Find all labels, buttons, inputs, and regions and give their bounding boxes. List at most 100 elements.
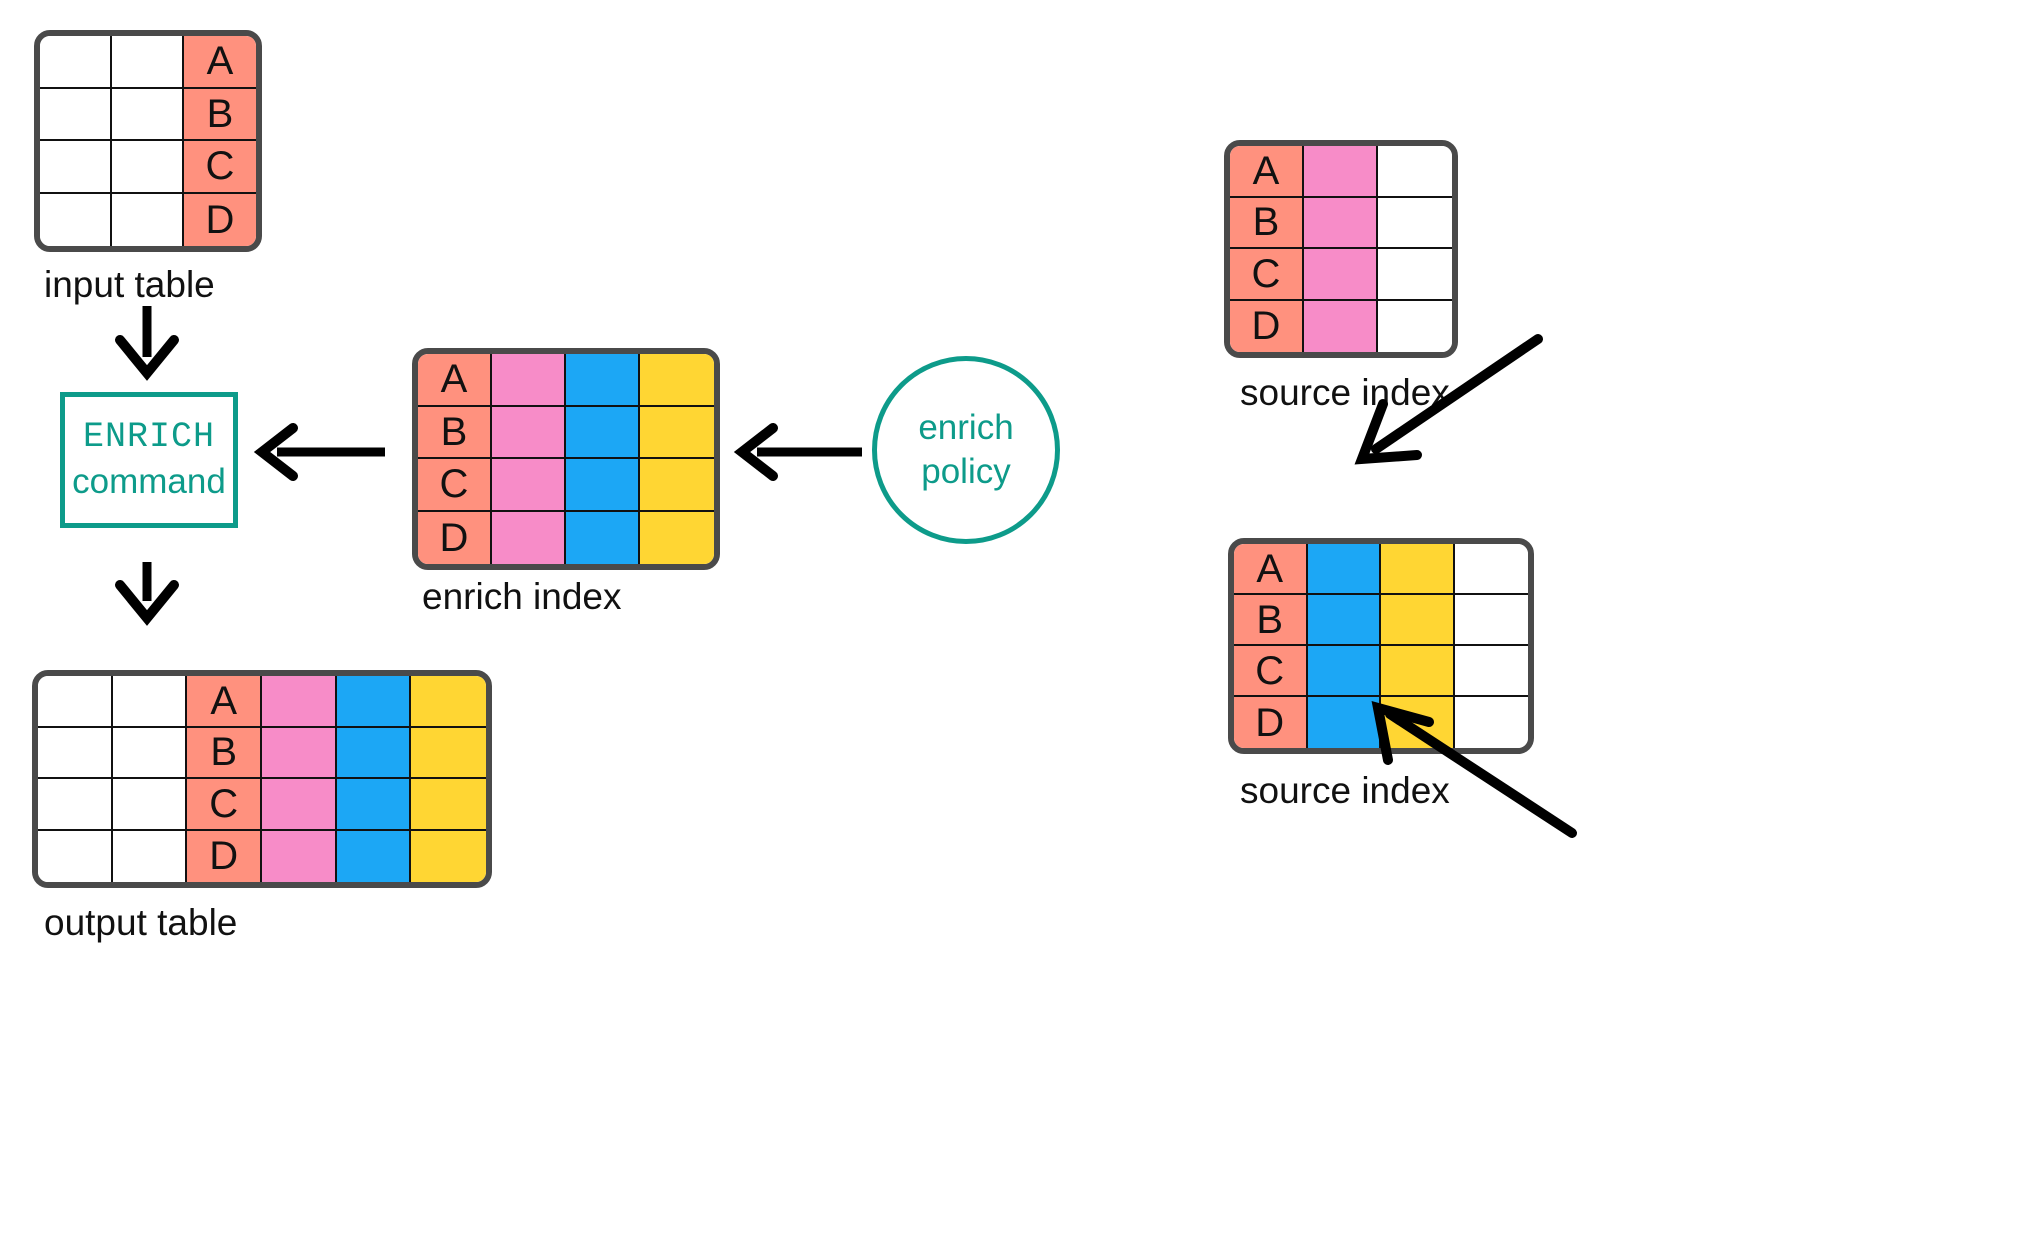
- table-cell: [336, 830, 412, 882]
- enrich-policy-line-2: policy: [921, 452, 1011, 491]
- table-cell: [1381, 595, 1455, 646]
- table-cell: [112, 727, 188, 779]
- enrich-command-word: command: [72, 462, 226, 501]
- table-cell: [1307, 646, 1381, 697]
- table-cell: [411, 727, 486, 779]
- table-cell: [1307, 595, 1381, 646]
- table-cell: [1307, 544, 1381, 595]
- table-cell: [1454, 697, 1528, 748]
- table-cell: [640, 406, 714, 459]
- table-cell: [1378, 249, 1452, 301]
- table-cell-key: B: [1234, 595, 1308, 646]
- table-cell: [566, 406, 640, 459]
- table-cell: [336, 779, 412, 831]
- table-cell-key: C: [1230, 249, 1304, 301]
- arrow-command-to-output: [115, 562, 179, 626]
- table-cell: [112, 36, 184, 89]
- table-cell: [1454, 646, 1528, 697]
- table-cell: [492, 406, 566, 459]
- table-cell: [411, 779, 486, 831]
- table-cell: [38, 830, 113, 882]
- output-table-caption: output table: [44, 902, 238, 943]
- table-cell: [1304, 197, 1378, 249]
- table-cell: [112, 830, 188, 882]
- table-cell: [336, 727, 412, 779]
- table-cell: [40, 193, 112, 246]
- table-cell: [411, 676, 486, 728]
- table-cell-key: A: [418, 354, 492, 407]
- table-cell-key: B: [184, 88, 256, 141]
- enrich-command-keyword: ENRICH: [82, 417, 216, 458]
- table-cell: [261, 830, 337, 882]
- enrich-command-box[interactable]: ENRICH command: [60, 392, 238, 528]
- table-cell-key: A: [187, 676, 262, 728]
- arrow-policy-to-enrich-index: [733, 423, 862, 481]
- arrow-enrich-index-to-command: [253, 423, 385, 481]
- table-cell-key: C: [187, 779, 262, 831]
- table-cell: [261, 676, 337, 728]
- table-cell: [1381, 646, 1455, 697]
- table-cell-key: D: [1230, 300, 1304, 352]
- table-cell: [640, 354, 714, 407]
- table-cell: [640, 511, 714, 564]
- table-cell: [1378, 300, 1452, 352]
- table-cell: [1454, 595, 1528, 646]
- table-cell: [336, 676, 412, 728]
- table-cell-key: D: [187, 830, 262, 882]
- table-cell: [40, 88, 112, 141]
- table-cell-key: C: [1234, 646, 1308, 697]
- table-cell-key: B: [187, 727, 262, 779]
- table-cell: [1304, 249, 1378, 301]
- table-cell: [1378, 197, 1452, 249]
- source-index-bottom-caption: source index: [1240, 770, 1450, 811]
- table-cell: [1381, 697, 1455, 748]
- table-cell: [261, 779, 337, 831]
- table-cell: [566, 459, 640, 512]
- table-cell-key: B: [1230, 197, 1304, 249]
- enrich-policy-node[interactable]: enrich policy: [872, 356, 1060, 544]
- table-cell: [38, 676, 113, 728]
- table-cell: [1304, 300, 1378, 352]
- table-cell: [566, 354, 640, 407]
- enrich-index-caption: enrich index: [422, 576, 622, 617]
- table-cell: [1381, 544, 1455, 595]
- table-cell-key: A: [1234, 544, 1308, 595]
- table-cell: [40, 36, 112, 89]
- table-cell: [112, 141, 184, 194]
- table-cell-key: D: [418, 511, 492, 564]
- table-cell-key: A: [184, 36, 256, 89]
- table-cell: [1304, 146, 1378, 198]
- table-cell: [112, 193, 184, 246]
- table-cell: [566, 511, 640, 564]
- source-index-top-caption: source index: [1240, 372, 1450, 413]
- table-cell-key: A: [1230, 146, 1304, 198]
- table-cell-key: D: [184, 193, 256, 246]
- table-cell: [492, 511, 566, 564]
- table-cell: [640, 459, 714, 512]
- table-cell: [492, 459, 566, 512]
- table-cell-key: B: [418, 406, 492, 459]
- table-cell: [38, 727, 113, 779]
- table-cell: [492, 354, 566, 407]
- table-cell: [112, 88, 184, 141]
- table-cell: [261, 727, 337, 779]
- table-cell: [112, 676, 188, 728]
- table-cell-key: C: [184, 141, 256, 194]
- input-table-caption: input table: [44, 264, 215, 305]
- arrow-input-to-command: [115, 306, 179, 381]
- enrich-policy-line-1: enrich: [918, 408, 1014, 448]
- table-cell: [1307, 697, 1381, 748]
- table-cell: [40, 141, 112, 194]
- table-cell: [411, 830, 486, 882]
- table-cell: [38, 779, 113, 831]
- table-cell: [1378, 146, 1452, 198]
- table-cell: [112, 779, 188, 831]
- table-cell-key: C: [418, 459, 492, 512]
